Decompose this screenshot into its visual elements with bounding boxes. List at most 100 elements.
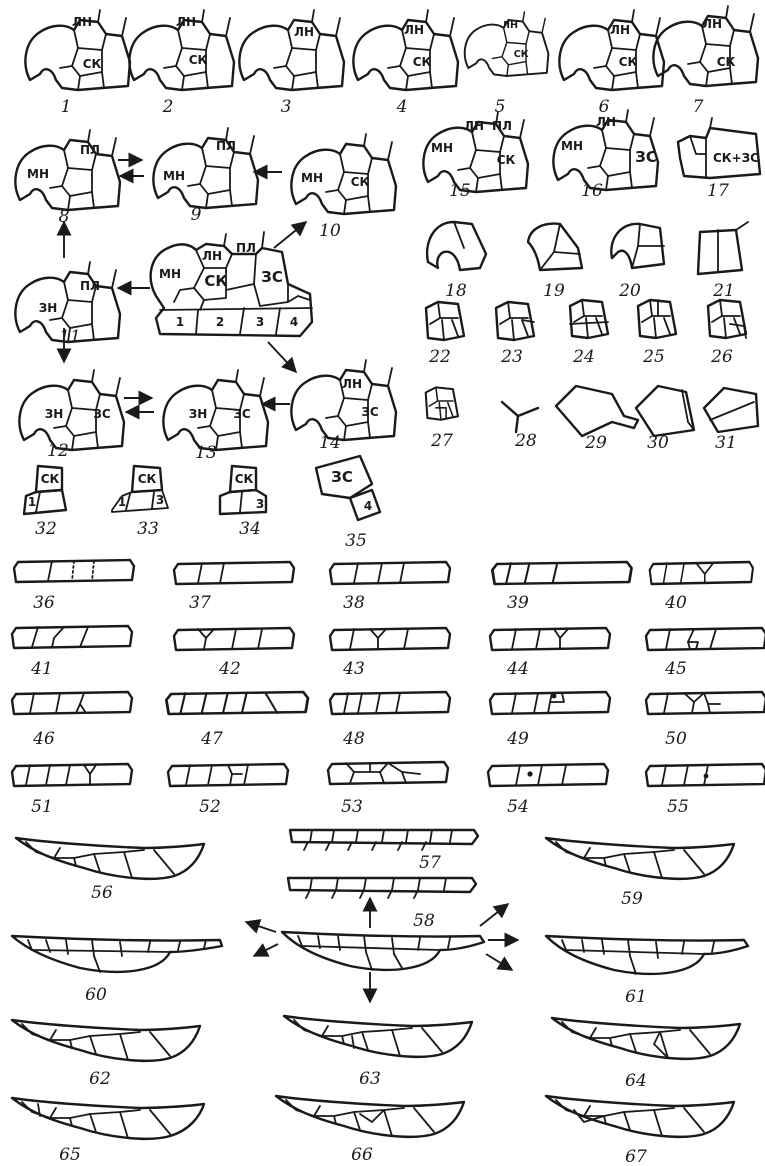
- label-sk: СК: [351, 175, 370, 189]
- fig-num-2: 2: [162, 97, 174, 117]
- figure-66: [276, 1096, 464, 1137]
- figure-55: [646, 764, 765, 786]
- fig-num-24: 24: [572, 347, 595, 367]
- fig-num-62: 62: [89, 1069, 111, 1089]
- figure-53: [328, 762, 448, 784]
- figure-5: ЛН СК: [465, 12, 549, 76]
- fig-num-51: 51: [31, 797, 53, 817]
- figure-47: [166, 692, 308, 714]
- figure-1: ЛН СК: [25, 10, 130, 90]
- figure-67: [546, 1096, 734, 1137]
- label-mn: МН: [163, 169, 185, 183]
- fig-num-59: 59: [621, 889, 643, 909]
- label-ln: ЛН: [294, 25, 314, 39]
- figure-22: [426, 302, 464, 340]
- figure-3: ЛН: [239, 10, 344, 90]
- figure-37: [174, 562, 294, 584]
- figure-26: [708, 300, 746, 338]
- fig-num-35: 35: [345, 531, 367, 551]
- label-ln: ЛН: [72, 15, 92, 29]
- label-zs: ЗС: [93, 407, 111, 421]
- central-diagram: МН ЛН ПЛ СК ЗС 1 2 3 4: [151, 232, 312, 336]
- label-pl: ПЛ: [80, 279, 100, 293]
- figure-39: [492, 562, 631, 584]
- fig-num-4: 4: [396, 97, 408, 117]
- label-pl: ПЛ: [80, 143, 100, 157]
- figure-12: ЗН ЗС: [19, 370, 124, 450]
- label-sk: СК: [189, 53, 208, 67]
- fig-num-33: 33: [137, 519, 159, 539]
- fig-num-18: 18: [445, 281, 467, 301]
- figure-23: [496, 302, 534, 340]
- fig-num-46: 46: [32, 729, 55, 749]
- fig-num-7: 7: [693, 97, 704, 117]
- fig-num-37: 37: [189, 593, 211, 613]
- label-pl: ПЛ: [492, 119, 512, 133]
- figure-48: [330, 692, 450, 714]
- arrow-c-60b: [254, 944, 278, 956]
- figure-63: [284, 1016, 472, 1057]
- figure-16: МН ЛН ЗС: [553, 110, 658, 190]
- label-ln: ЛН: [404, 23, 424, 37]
- figure-28: [502, 402, 538, 432]
- label-sk: СК: [514, 49, 529, 60]
- figure-33: СК 1 3: [112, 466, 168, 512]
- figure-20: [611, 224, 664, 268]
- fig-num-52: 52: [199, 797, 221, 817]
- label-pl: ПЛ: [216, 139, 236, 153]
- fig-num-6: 6: [599, 97, 610, 117]
- figure-10: МН СК: [291, 134, 396, 214]
- figure-50: [646, 692, 765, 714]
- figure-58: [288, 878, 476, 898]
- fig-num-30: 30: [647, 433, 669, 453]
- figure-57: [290, 830, 478, 850]
- figure-49: [490, 692, 610, 714]
- fig-num-29: 29: [584, 433, 607, 453]
- fig-num-36: 36: [33, 593, 55, 613]
- label-zn: ЗН: [45, 407, 64, 421]
- fig-num-27: 27: [430, 431, 453, 451]
- fig-num-39: 39: [507, 593, 529, 613]
- figure-45: [646, 628, 765, 650]
- label-c3: 3: [256, 497, 264, 511]
- fig-num-63: 63: [359, 1069, 381, 1089]
- fig-num-54: 54: [507, 797, 529, 817]
- label-c1: 1: [176, 315, 184, 329]
- fig-num-25: 25: [642, 347, 665, 367]
- fig-num-60: 60: [85, 985, 107, 1005]
- label-ln: ЛН: [176, 15, 196, 29]
- fig-num-40: 40: [664, 593, 687, 613]
- label-sk: СК: [235, 472, 254, 486]
- figure-52: [168, 764, 288, 786]
- figure-42: [174, 628, 294, 650]
- fig-num-28: 28: [514, 431, 537, 451]
- fig-num-66: 66: [351, 1145, 373, 1165]
- fig-num-32: 32: [35, 519, 57, 539]
- central-wing: [282, 932, 484, 970]
- label-sk-zs: СК+ЗС: [713, 151, 759, 165]
- figure-56: [16, 838, 204, 879]
- figure-41: [12, 626, 132, 648]
- figure-34: СК 3: [220, 466, 266, 514]
- fig-num-34: 34: [239, 519, 261, 539]
- figure-27: [426, 387, 458, 419]
- figure-18: [427, 222, 486, 270]
- fig-num-20: 20: [618, 281, 641, 301]
- fig-num-55: 55: [667, 797, 689, 817]
- fig-num-19: 19: [543, 281, 565, 301]
- fig-num-11: 11: [59, 327, 81, 347]
- label-ln: ЛН: [202, 249, 222, 263]
- label-zs: ЗС: [635, 148, 657, 166]
- label-zn: ЗН: [39, 301, 58, 315]
- label-c4: 4: [364, 499, 372, 513]
- arrow-c-14: [268, 342, 296, 372]
- label-sk: СК: [717, 55, 736, 69]
- label-mn: МН: [561, 139, 583, 153]
- fig-num-5: 5: [495, 97, 506, 117]
- label-sk: СК: [413, 55, 432, 69]
- fig-num-23: 23: [500, 347, 523, 367]
- label-zs: ЗС: [331, 468, 353, 486]
- label-ln: ЛН: [502, 20, 518, 31]
- fig-num-9: 9: [191, 205, 202, 225]
